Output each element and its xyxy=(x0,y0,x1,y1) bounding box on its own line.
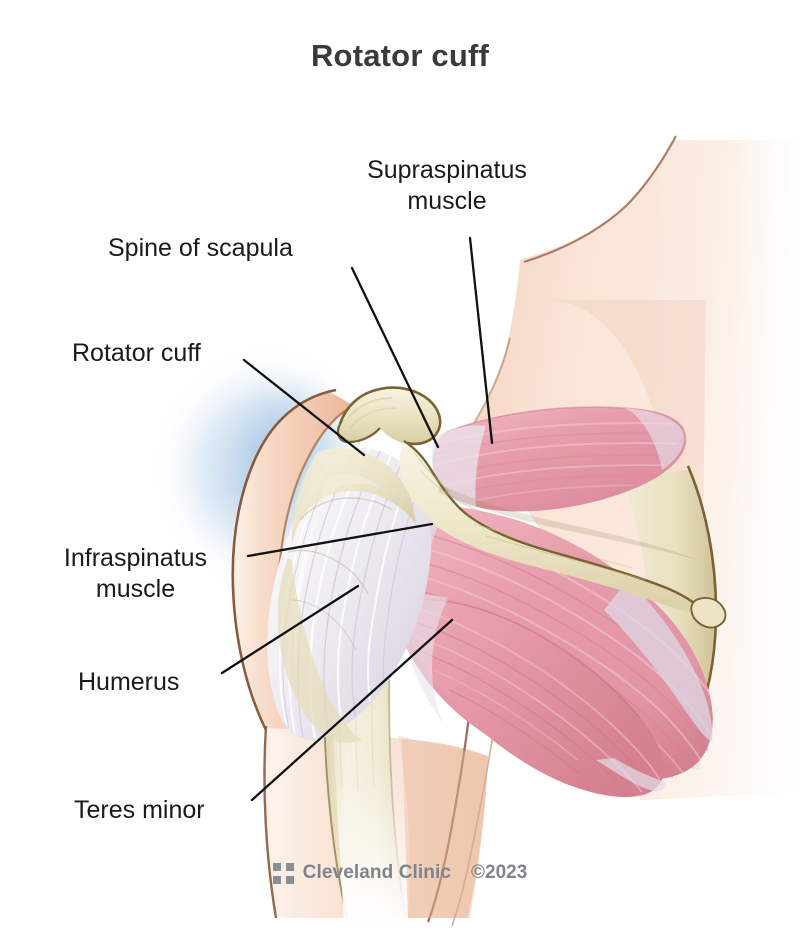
acromion xyxy=(338,388,440,445)
spine-undershadow xyxy=(438,484,698,560)
supraspinatus-upper-edge xyxy=(445,406,685,433)
greater-tubercle xyxy=(320,473,380,504)
label-humerus: Humerus xyxy=(78,668,180,696)
humeral-head-lower-texture xyxy=(291,599,357,651)
arm-medial-shading xyxy=(398,736,488,918)
neck-contour-line xyxy=(523,135,677,264)
humeral-head-lower xyxy=(277,558,362,743)
humeral-head-texture xyxy=(299,497,393,521)
cleveland-clinic-logo-icon xyxy=(272,862,294,884)
infraspinatus-lateral-tendon xyxy=(604,580,713,742)
brand-name: Cleveland Clinic xyxy=(302,862,452,883)
supraspinatus-tendon-blend xyxy=(431,425,486,508)
logo-square-bottom-right xyxy=(285,875,294,884)
label-teres-minor: Teres minor xyxy=(74,796,205,824)
leader-line-teres-minor xyxy=(250,618,454,802)
logo-square-bottom-left xyxy=(272,875,281,884)
acromioclavicular-nub xyxy=(690,597,727,629)
spine-of-scapula xyxy=(399,442,702,613)
label-infraspinatus-muscle: Infraspinatus muscle xyxy=(63,544,208,603)
leader-line-rotator-cuff xyxy=(242,358,366,457)
upper-arm-outer-outline xyxy=(263,725,278,919)
acromion-notch-outline xyxy=(348,427,381,444)
logo-square-top-left xyxy=(272,862,281,871)
label-supraspinatus-muscle: Supraspinatus muscle xyxy=(367,156,527,215)
footer: Cleveland Clinic ©2023 xyxy=(0,862,800,884)
humeral-neck-groove xyxy=(287,549,369,595)
leader-line-humerus xyxy=(220,584,360,675)
spine-of-scapula-texture xyxy=(347,397,647,581)
page-title: Rotator cuff xyxy=(310,38,490,73)
spine-lower-outline xyxy=(403,439,705,614)
logo-square-top-right xyxy=(285,862,294,871)
supraspinatus-medial-white xyxy=(624,408,684,470)
leader-line-spine-of-scapula xyxy=(350,266,440,449)
leader-line-supraspinatus xyxy=(468,236,494,445)
deltoid-skin xyxy=(233,392,354,740)
leader-lines xyxy=(220,236,494,802)
shoulder-top-contour xyxy=(469,337,511,431)
humeral-head xyxy=(291,448,416,546)
deltoid-outer-outline xyxy=(231,388,337,733)
leader-line-infraspinatus xyxy=(246,522,434,558)
label-rotator-cuff: Rotator cuff xyxy=(72,339,201,367)
spine-upper-outline xyxy=(338,386,442,446)
teres-minor-inferior-white xyxy=(596,758,666,792)
label-spine-of-scapula: Spine of scapula xyxy=(108,234,293,262)
copyright-notice: ©2023 xyxy=(471,862,528,883)
